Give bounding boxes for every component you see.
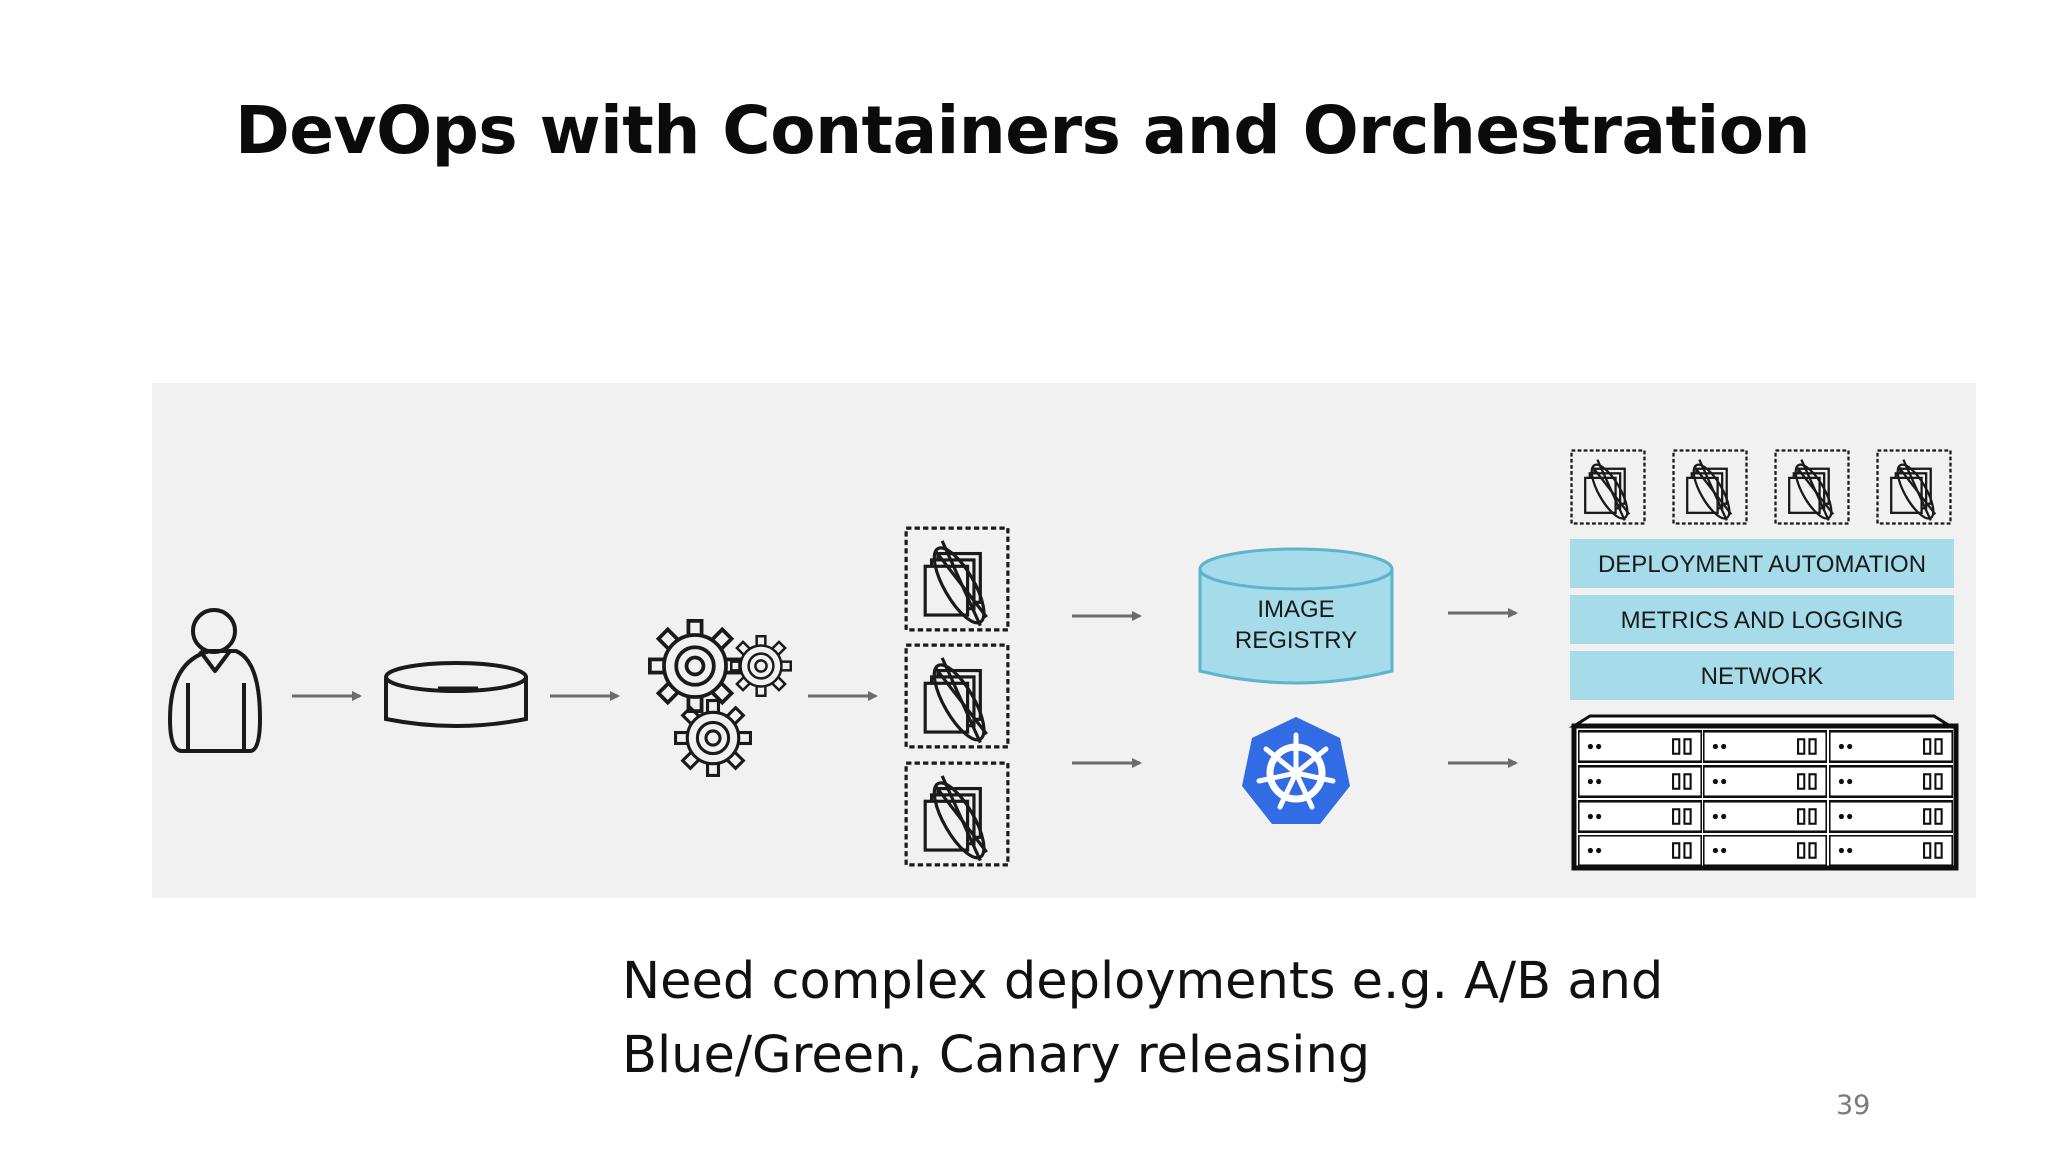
body-line: Blue/Green, Canary releasing: [622, 1026, 1371, 1085]
registry-label-line2: REGISTRY: [1235, 627, 1357, 654]
layer-label: NETWORK: [1701, 663, 1824, 690]
page-number: 39: [1836, 1090, 1871, 1121]
code-repository-icon: [384, 661, 528, 728]
body-text: Need complex deployments e.g. A/B and Bl…: [622, 945, 1663, 1093]
body-line: Need complex deployments e.g. A/B and: [622, 952, 1664, 1011]
container-image-icon: [1570, 449, 1952, 525]
slide-title: DevOps with Containers and Orchestration: [235, 92, 1811, 169]
layer-label: DEPLOYMENT AUTOMATION: [1598, 551, 1926, 578]
devops-diagram: IMAGE REGISTRY: [152, 383, 1976, 898]
layer-label: METRICS AND LOGGING: [1621, 607, 1904, 634]
container-image-icon: [904, 526, 1010, 867]
gears-icon: [648, 619, 792, 777]
layer-network: NETWORK: [1570, 651, 1954, 700]
person-icon: [168, 608, 262, 753]
registry-label-line1: IMAGE: [1257, 596, 1334, 623]
image-registry-icon: IMAGE REGISTRY: [1198, 547, 1394, 685]
layer-deployment-automation: DEPLOYMENT AUTOMATION: [1570, 539, 1954, 588]
kubernetes-icon: [1242, 717, 1350, 824]
layer-metrics-and-logging: METRICS AND LOGGING: [1570, 595, 1954, 644]
server-rack-icon: [1568, 714, 1959, 871]
